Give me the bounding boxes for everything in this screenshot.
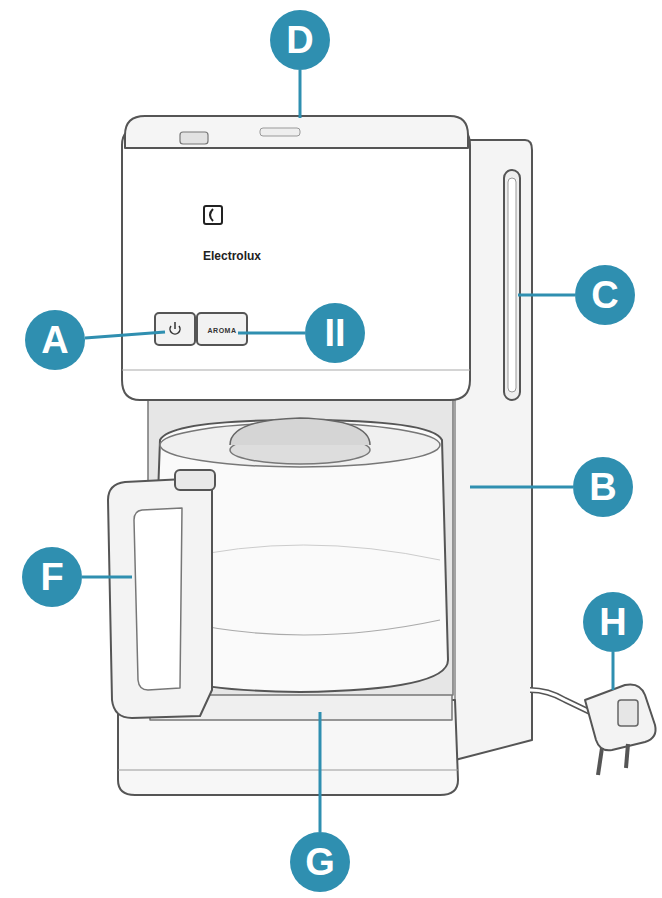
callout-letter: D xyxy=(270,10,330,70)
callout-letter: B xyxy=(573,457,633,517)
callout-letter: G xyxy=(290,832,350,892)
callout-letter: C xyxy=(575,265,635,325)
callout-letter: H xyxy=(583,592,643,652)
button-label: AROMA xyxy=(208,327,237,334)
callout-letter: F xyxy=(22,547,82,607)
brand-name: Electrolux xyxy=(203,249,261,263)
callout-letter: II xyxy=(305,303,365,363)
callout-letter: A xyxy=(25,310,85,370)
